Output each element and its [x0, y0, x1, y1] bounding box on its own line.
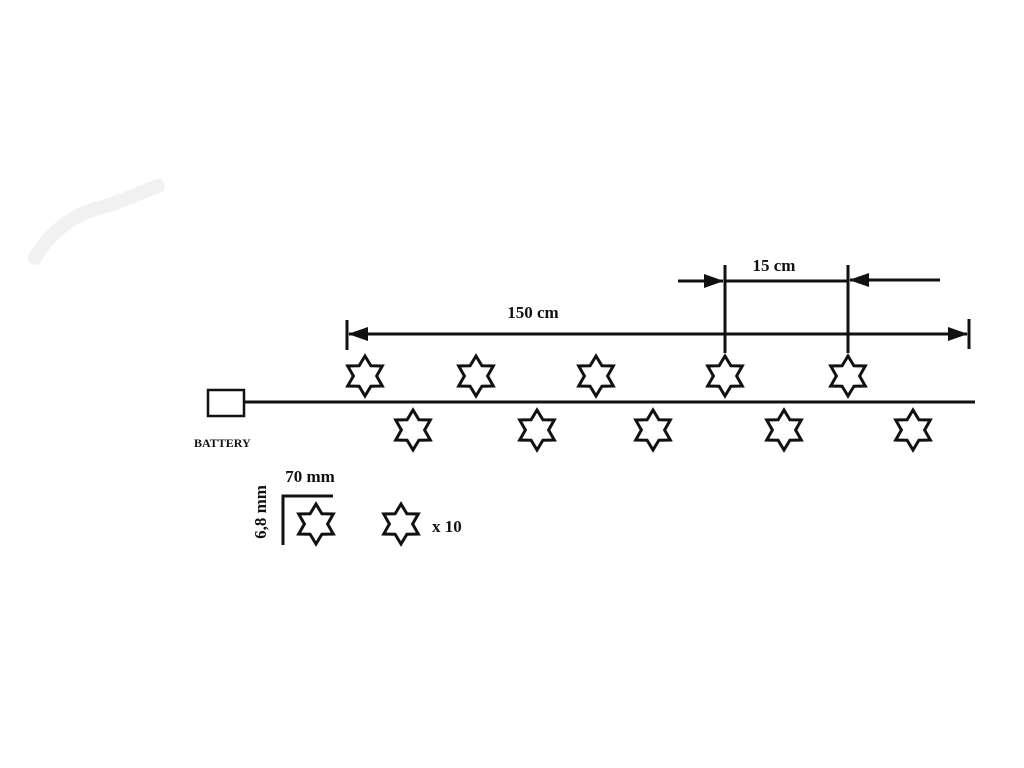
- star-width-label: 70 mm: [285, 467, 335, 486]
- star-icon: [764, 407, 804, 453]
- size-bracket: [281, 494, 333, 545]
- battery-box: [206, 388, 246, 418]
- spacing-label: 15 cm: [753, 256, 796, 275]
- star-icon: [296, 501, 336, 547]
- star-icon: [345, 353, 385, 399]
- star-icon: [393, 407, 433, 453]
- count-label: x 10: [432, 517, 462, 536]
- star-icon: [633, 407, 673, 453]
- star-icon: [828, 353, 868, 399]
- total-length-dimension: 150 cm: [345, 303, 971, 350]
- star-icon: [381, 501, 421, 547]
- battery-label: BATTERY: [194, 436, 251, 450]
- total-length-label: 150 cm: [507, 303, 558, 322]
- star-icon: [893, 407, 933, 453]
- star-icon: [705, 353, 745, 399]
- star-height-label: 6,8 mm: [251, 485, 270, 539]
- star-icon: [456, 353, 496, 399]
- watermark-mark: [28, 179, 165, 265]
- star-count-legend: x 10: [381, 501, 462, 547]
- spacing-dimension: 15 cm: [678, 256, 940, 353]
- star-icon: [517, 407, 557, 453]
- star-size-legend: 70 mm 6,8 mm: [251, 467, 336, 547]
- string-stars: [345, 353, 933, 453]
- star-icon: [576, 353, 616, 399]
